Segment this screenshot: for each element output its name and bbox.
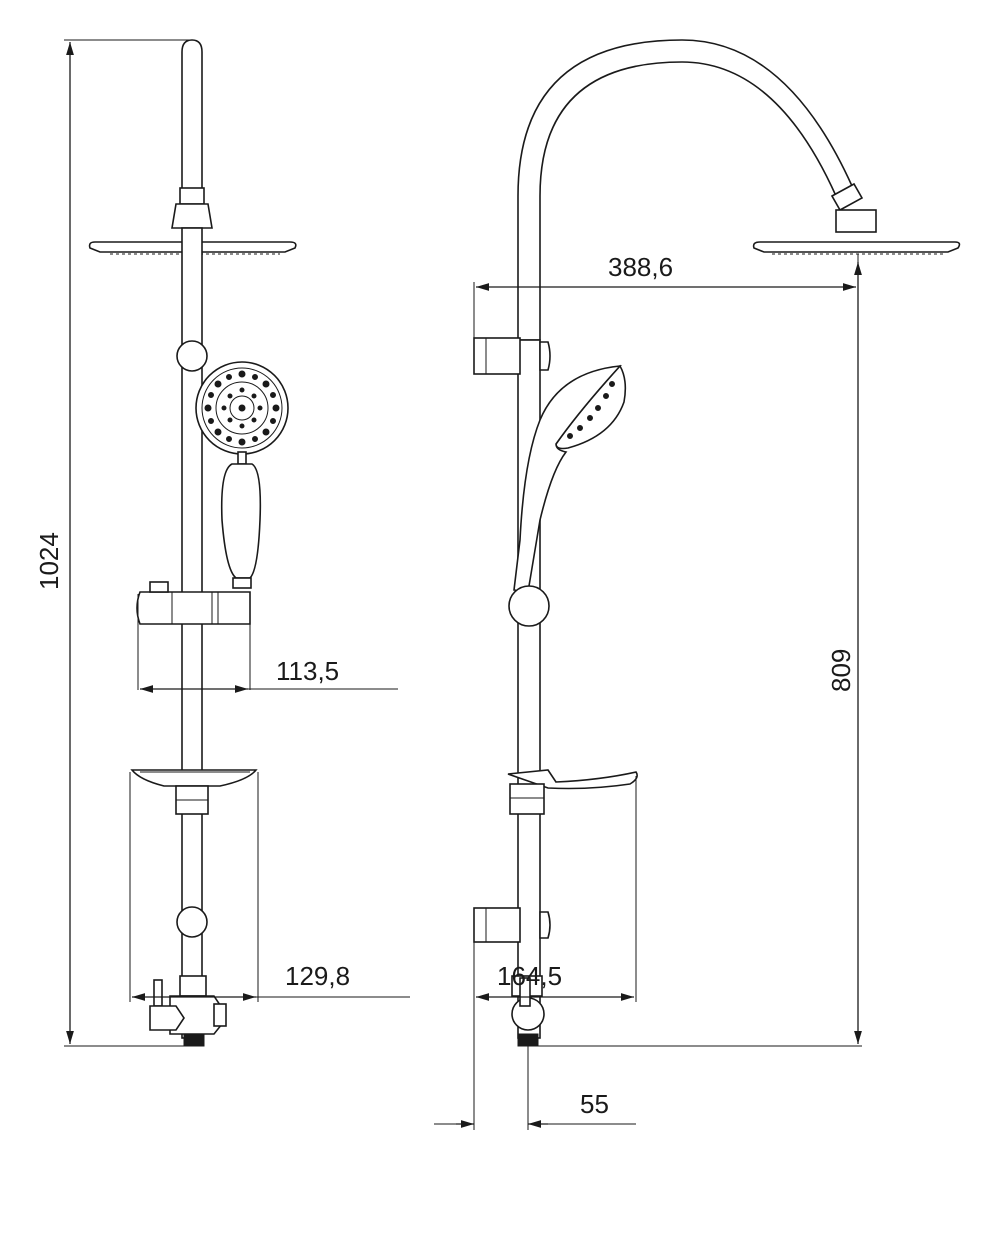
dim-side-shelf-width-label: 164,5 <box>497 961 562 991</box>
dim-head-height-label: 809 <box>826 649 856 692</box>
dim-head-projection <box>473 282 856 340</box>
side-rain-head <box>752 241 961 253</box>
side-gooseneck <box>517 39 854 341</box>
dim-total-height-label: 1024 <box>34 532 64 590</box>
dim-front-shelf-width <box>129 772 410 1002</box>
dim-head-height <box>538 254 862 1047</box>
dim-wall-offset-label: 55 <box>580 1089 609 1119</box>
front-lower-bracket <box>176 906 208 938</box>
front-diverter <box>149 975 227 1047</box>
front-view: 1024 113,5 129,8 <box>34 39 410 1047</box>
dim-holder-width-label: 113,5 <box>276 656 339 686</box>
dim-holder-width <box>137 594 398 693</box>
front-soap-shelf <box>130 769 258 815</box>
side-view: 388,6 809 55 164,5 <box>434 39 961 1130</box>
front-upper-bracket <box>176 340 208 372</box>
side-head-connector <box>835 209 877 233</box>
dim-front-shelf-width-label: 129,8 <box>285 961 350 991</box>
dim-head-projection-label: 388,6 <box>608 252 673 282</box>
side-lower-bracket <box>473 907 551 943</box>
side-slide-holder <box>508 585 550 627</box>
dim-wall-offset <box>434 942 636 1130</box>
front-top-pipe <box>181 39 203 191</box>
front-head-connector <box>171 203 213 229</box>
side-hand-shower <box>513 364 627 593</box>
front-top-nut <box>179 187 205 205</box>
side-upper-bracket <box>473 337 551 375</box>
front-slide-holder <box>136 581 251 625</box>
dim-side-shelf-width <box>476 776 637 1002</box>
side-soap-shelf <box>507 769 638 815</box>
dim-total-height <box>64 39 192 1047</box>
side-head-nut <box>830 182 864 212</box>
front-hand-shower <box>195 361 289 589</box>
